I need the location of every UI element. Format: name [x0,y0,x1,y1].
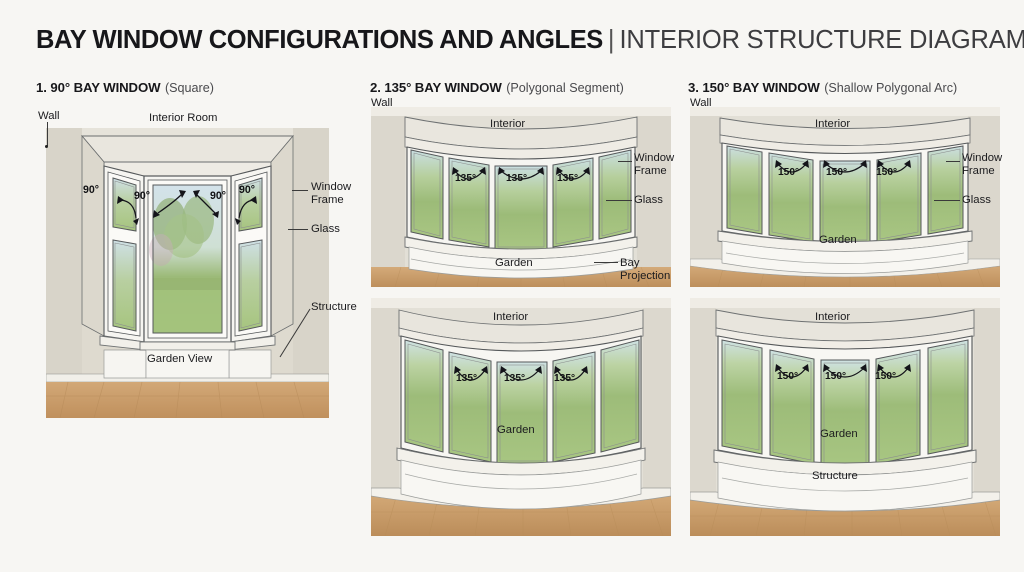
scene-150-lower-illustration [690,298,1000,536]
label-structure-90: Structure [311,301,357,313]
angle-label-150-upper-center: 150° [826,167,848,178]
angle-label-90-center-left: 90° [134,190,151,202]
label-glass-90: Glass [311,223,340,235]
label-window-frame-135-line2: Frame [634,164,667,177]
label-wall-135-upper: Wall [371,97,393,109]
angle-label-150-upper-right: 150° [876,167,898,178]
label-interior-135-upper: Interior [490,118,526,130]
panel-heading-90: 1. 90° BAY WINDOW (Square) [36,79,214,97]
label-bay-projection-135: Bay Projection [620,257,670,282]
angle-label-90-left: 90° [83,184,100,196]
angle-label-135-upper-right: 135° [557,173,579,184]
angle-label-135-lower-left: 135° [456,373,478,384]
label-window-frame-150-line2: Frame [962,164,995,177]
angle-label-150-lower-center: 150° [825,371,847,382]
label-window-frame-135: Window Frame [634,152,674,177]
label-window-frame-90: Window Frame [311,181,351,206]
label-garden-135-upper: Garden [495,257,533,269]
panel-heading-90-strong: 1. 90° BAY WINDOW [36,80,161,95]
label-interior-135-lower: Interior [493,311,529,323]
panel-heading-135: 2. 135° BAY WINDOW (Polygonal Segment) [370,79,624,97]
scene-150-bay-window-upper: Interior 150° 150° 150° Garden [690,107,1000,287]
angle-label-150-lower-left: 150° [777,371,799,382]
leader-structure-90 [279,308,311,358]
page-title-strong: BAY WINDOW CONFIGURATIONS AND ANGLES [36,26,603,54]
label-garden-150-upper: Garden [819,234,857,246]
label-bay-projection-135-line1: Bay [620,257,640,269]
leader-glass-150 [934,200,960,201]
leader-wall-90 [47,122,48,146]
label-window-frame-135-line1: Window [634,152,675,164]
label-interior-room-90: Interior Room [149,112,218,124]
scene-150-bay-window-lower: Interior 150° 150° 150° Garden Structure [690,298,1000,536]
angle-label-135-upper-left: 135° [455,173,477,184]
scene-135-bay-window-lower: Interior 135° 135° 135° Garden [371,298,671,536]
leader-window-frame-150 [946,161,960,162]
label-bay-projection-135-line2: Projection [620,269,671,282]
label-structure-150-lower: Structure [812,470,858,482]
label-window-frame-90-line1: Window [311,181,352,193]
scene-150-upper-illustration [690,107,1000,287]
label-wall-90: Wall [38,110,60,122]
page-title: BAY WINDOW CONFIGURATIONS AND ANGLES|INT… [36,26,1024,55]
leader-dot-wall-90 [45,145,48,148]
angle-label-150-upper-left: 150° [778,167,800,178]
panel-heading-150-strong: 3. 150° BAY WINDOW [688,80,820,95]
leader-window-frame-90 [292,190,308,191]
label-window-frame-150-line1: Window [962,152,1003,164]
angle-label-90-right: 90° [239,184,256,196]
label-garden-150-lower: Garden [820,428,858,440]
leader-bay-projection-135 [594,262,618,263]
scene-135-upper-illustration [371,107,671,287]
angle-label-135-lower-center: 135° [504,373,526,384]
label-glass-150: Glass [962,194,991,206]
angle-label-135-lower-right: 135° [554,373,576,384]
label-glass-135: Glass [634,194,663,206]
page-title-separator: | [607,26,615,54]
leader-glass-135 [606,200,632,201]
label-window-frame-90-line2: Frame [311,193,344,206]
panel-heading-150: 3. 150° BAY WINDOW (Shallow Polygonal Ar… [688,79,957,97]
scene-90-bay-window: 90° 90° 90° 90° Garden View [46,128,329,418]
label-interior-150-lower: Interior [815,311,851,323]
panel-heading-90-light: (Square) [164,81,214,95]
panel-heading-150-light: (Shallow Polygonal Arc) [824,81,958,95]
label-wall-150-upper: Wall [690,97,712,109]
label-garden-view-90: Garden View [147,353,213,365]
leader-window-frame-135 [618,161,632,162]
label-window-frame-150: Window Frame [962,152,1002,177]
leader-glass-90 [288,229,308,230]
label-garden-135-lower: Garden [497,424,535,436]
scene-135-lower-illustration [371,298,671,536]
angle-label-150-lower-right: 150° [875,371,897,382]
scene-90-illustration [46,128,329,418]
panel-heading-135-strong: 2. 135° BAY WINDOW [370,80,502,95]
panel-heading-135-light: (Polygonal Segment) [506,81,624,95]
angle-label-90-center-right: 90° [210,190,227,202]
page-title-light: INTERIOR STRUCTURE DIAGRAM [619,26,1024,54]
angle-label-135-upper-center: 135° [506,173,528,184]
label-interior-150-upper: Interior [815,118,851,130]
scene-135-bay-window-upper: Interior 135° 135° 135° Garden [371,107,671,287]
